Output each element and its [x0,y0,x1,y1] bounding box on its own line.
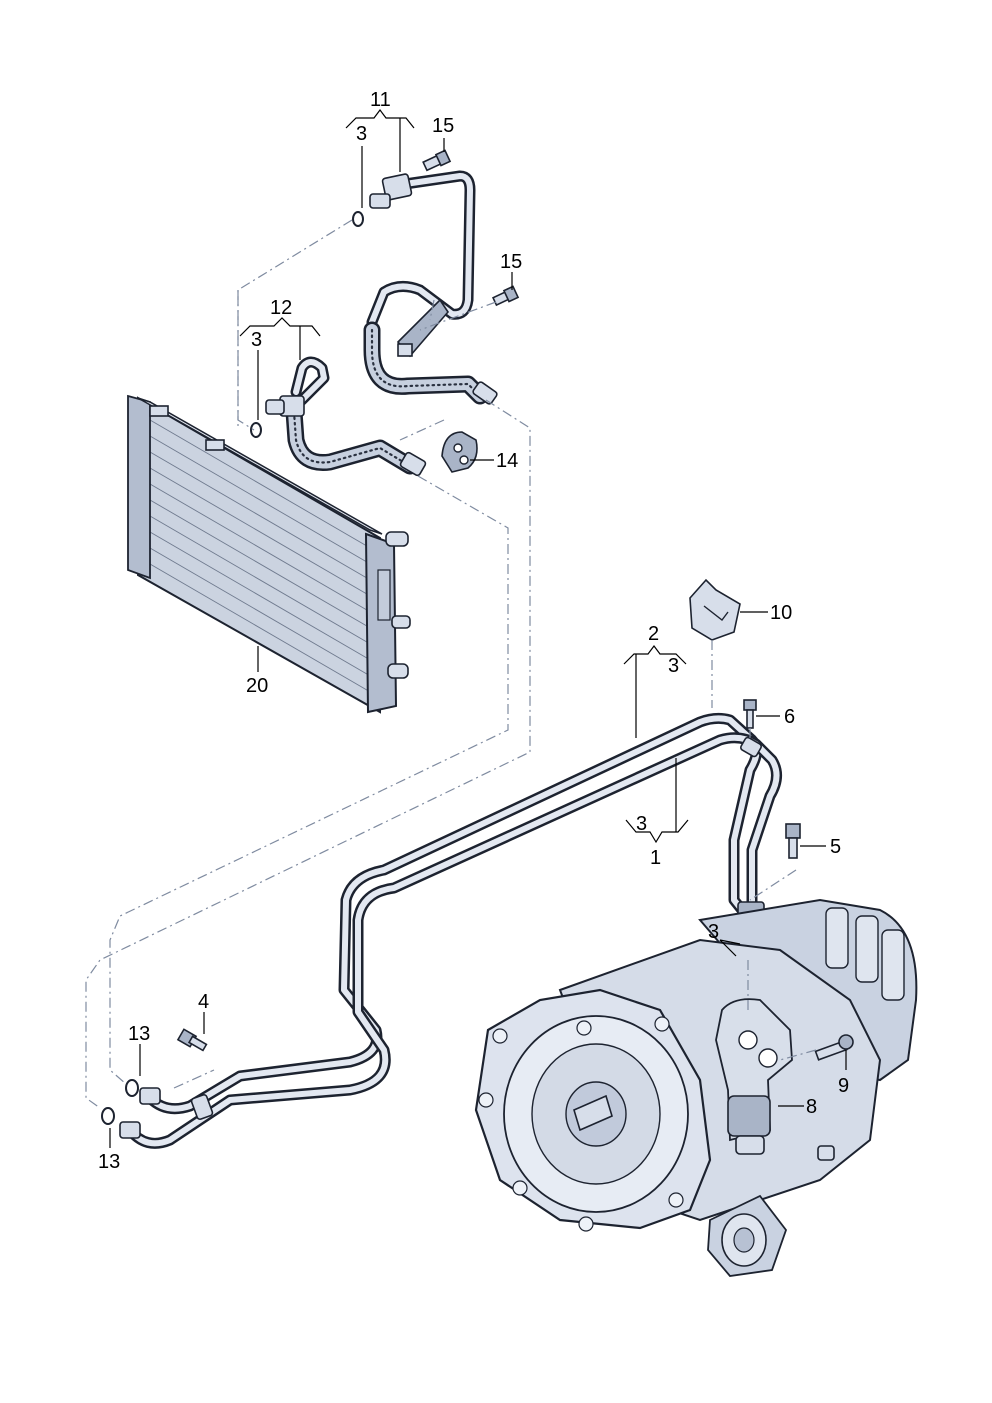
callout-2: 2 [648,623,659,645]
callout-15-mid: 15 [500,251,522,273]
callout-labels: 11 3 15 15 12 3 14 20 10 2 3 6 3 1 5 3 4… [98,89,849,1173]
bolt-9[interactable] [814,1034,854,1061]
callout-6: 6 [784,706,795,728]
callout-5: 5 [830,836,841,858]
radiator-cooler[interactable] [127,394,411,714]
o-ring-13-upper[interactable] [125,1079,139,1097]
cooler-line-11[interactable] [363,170,498,406]
assembly-guide-lines [85,219,817,1109]
line-clip-10[interactable] [689,578,741,641]
adapter-8[interactable] [715,998,793,1155]
o-ring-3-middle[interactable] [250,422,262,438]
callout-12: 12 [270,297,292,319]
bolt-15-upper[interactable] [422,149,452,172]
cooler-line-12[interactable] [265,356,427,477]
callout-15-top: 15 [432,115,454,137]
bolt-6[interactable] [743,699,757,729]
callout-13-lower: 13 [98,1151,120,1173]
callout-3-right: 3 [668,655,679,677]
callout-3-mid: 3 [251,329,262,351]
callout-3-top: 3 [356,123,367,145]
callout-3-lower: 3 [636,813,647,835]
callout-3-trans: 3 [708,921,719,943]
callout-1: 1 [650,847,661,869]
callout-13-upper: 13 [128,1023,150,1045]
cooler-lines-1-2[interactable] [119,712,782,1149]
callout-11: 11 [370,89,391,111]
callout-14: 14 [496,450,518,472]
hose-holder-14[interactable] [441,431,478,473]
bolt-5[interactable] [785,823,801,859]
callout-leaders [109,109,847,1148]
automatic-transmission[interactable] [474,898,918,1277]
o-ring-3-upper[interactable] [352,211,364,227]
callout-8: 8 [806,1096,817,1118]
callout-4: 4 [198,991,209,1013]
callout-20: 20 [246,675,268,697]
o-ring-13-lower[interactable] [101,1107,115,1125]
bolt-4[interactable] [176,1028,208,1052]
callout-9: 9 [838,1075,849,1097]
bolt-15-lower[interactable] [491,285,520,307]
callout-10: 10 [770,602,792,624]
